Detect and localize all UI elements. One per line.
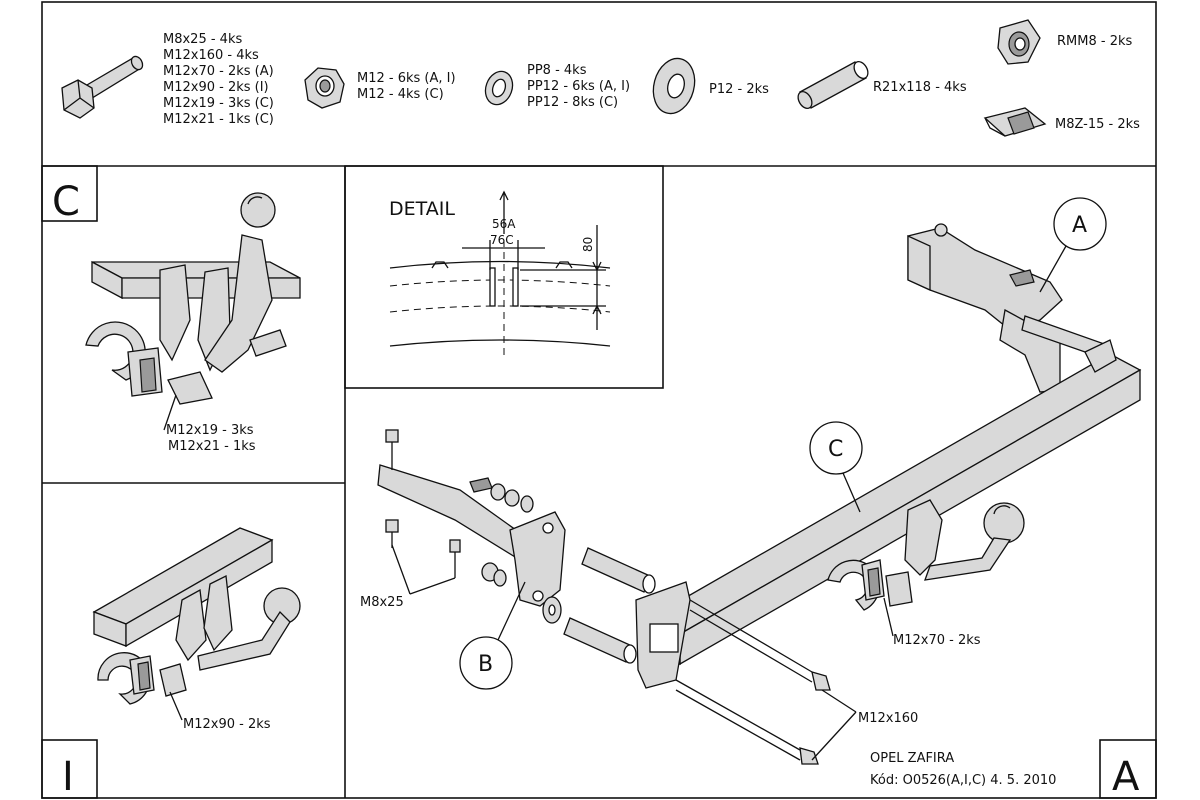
callout-b: [459, 581, 526, 690]
variant-i-label: M12x90 - 2ks: [183, 717, 271, 732]
variant-c-label-2: M12x21 - 1ks: [168, 439, 256, 454]
parts-pp-line-1: PP8 - 4ks: [527, 63, 587, 78]
parts-bolt-line-4: M12x90 - 2ks (I): [163, 80, 269, 95]
bolt-icon: [61, 55, 144, 119]
leader-lines: [391, 544, 894, 761]
label-m12x70: M12x70 - 2ks: [893, 633, 981, 648]
detail-drawing: [389, 190, 611, 355]
parts-bolt-line-3: M12x70 - 2ks (A): [163, 64, 274, 79]
vehicle-name: OPEL ZAFIRA: [870, 751, 954, 766]
hex-nut-icon: [304, 67, 345, 109]
drawing-code: Kód: O0526(A,I,C) 4. 5. 2010: [870, 773, 1056, 788]
parts-nut-line-1: M12 - 6ks (A, I): [357, 71, 456, 86]
variant-c-label-1: M12x19 - 3ks: [166, 423, 254, 438]
parts-bolt-line-5: M12x19 - 3ks (C): [163, 96, 274, 111]
label-m12x160: M12x160: [858, 711, 918, 726]
parts-rmm-label: RMM8 - 2ks: [1057, 34, 1132, 49]
variant-c-letter: C: [52, 179, 80, 225]
parts-pp-line-3: PP12 - 8ks (C): [527, 95, 618, 110]
parts-tube-label: R21x118 - 4ks: [873, 80, 967, 95]
callout-a-label: A: [1072, 213, 1087, 238]
detail-dim-56a: 56A: [492, 217, 516, 231]
label-m8x25: M8x25: [360, 595, 404, 610]
parts-bolt-line-6: M12x21 - 1ks (C): [163, 112, 274, 127]
clip-nut-icon: [983, 107, 1047, 137]
parts-pp-line-2: PP12 - 6ks (A, I): [527, 79, 630, 94]
tube-icon: [797, 60, 869, 110]
parts-list: M8x25 - 4ks M12x160 - 4ks M12x70 - 2ks (…: [61, 19, 1140, 137]
callout-c: [809, 421, 863, 513]
main-assembly: [377, 223, 1142, 765]
rivet-nut-icon: [997, 19, 1041, 65]
drawing-frames: [41, 1, 1157, 799]
variant-a-letter: A: [1112, 754, 1140, 800]
callout-a: [1039, 197, 1107, 293]
parts-p12-label: P12 - 2ks: [709, 82, 769, 97]
detail-title: DETAIL: [389, 198, 455, 220]
variant-i-letter: I: [62, 754, 74, 800]
detail-dim-80: 80: [581, 237, 595, 252]
detail-dim-76c: 76C: [490, 233, 514, 247]
parts-nut-line-2: M12 - 4ks (C): [357, 87, 444, 102]
variant-c-drawing: [85, 192, 301, 431]
parts-bolt-line-1: M8x25 - 4ks: [163, 32, 242, 47]
callout-c-label: C: [828, 437, 843, 462]
parts-clip-label: M8Z-15 - 2ks: [1055, 117, 1140, 132]
parts-bolt-line-2: M12x160 - 4ks: [163, 48, 259, 63]
variant-i-drawing: [92, 527, 301, 721]
callout-b-label: B: [478, 652, 493, 677]
washer-pp-icon: [484, 70, 514, 106]
washer-p12-icon: [652, 57, 696, 115]
